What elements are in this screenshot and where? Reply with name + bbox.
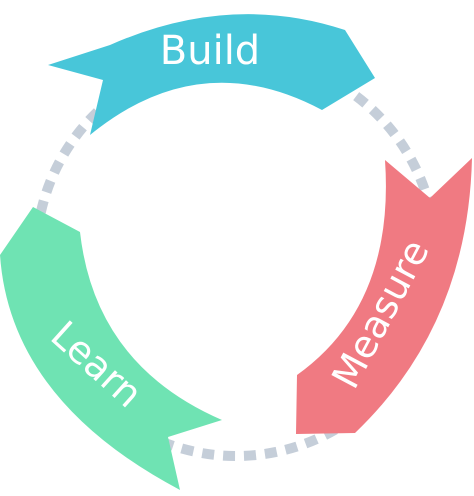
learn-arrow (0, 207, 222, 490)
build-arrow (48, 14, 375, 136)
build-label: Build (160, 28, 260, 74)
measure-arrow (296, 158, 472, 434)
build-stage: Build (48, 14, 375, 136)
measure-stage: Measure (296, 158, 472, 434)
